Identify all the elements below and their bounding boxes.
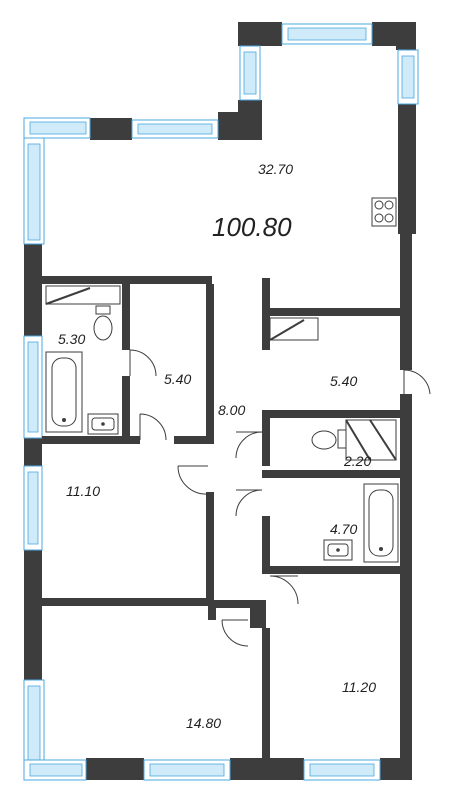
interior-walls	[42, 276, 402, 760]
room-area-living-kitchen: 32.70	[258, 161, 293, 177]
sink-icon	[323, 539, 353, 561]
room-area-closet-left: 5.40	[164, 371, 191, 387]
outer-walls	[24, 22, 416, 780]
sink-icon	[87, 413, 119, 435]
fixtures	[45, 197, 399, 563]
stove-icon	[371, 197, 397, 227]
doors	[129, 349, 431, 647]
toilet-icon	[311, 429, 347, 450]
total-area-label: 100.80	[212, 212, 292, 242]
room-area-toilet: 2.20	[343, 453, 371, 469]
windows	[23, 23, 419, 781]
area-labels: 100.80 32.70 5.30 5.40 5.40 8.00 2.20 11…	[58, 161, 376, 731]
room-area-bathroom-right: 4.70	[330, 521, 357, 537]
room-area-hallway: 8.00	[218, 402, 245, 418]
room-area-bedroom-bottom-left: 14.80	[186, 715, 221, 731]
room-area-bedroom-bottom-right: 11.20	[342, 679, 376, 695]
bathtub-icon	[363, 483, 399, 563]
room-area-bedroom-left: 11.10	[66, 483, 100, 499]
bathtub-icon	[45, 351, 83, 433]
room-area-closet-right: 5.40	[330, 373, 357, 389]
room-area-bathroom-left: 5.30	[58, 331, 85, 347]
toilet-icon	[93, 305, 113, 341]
